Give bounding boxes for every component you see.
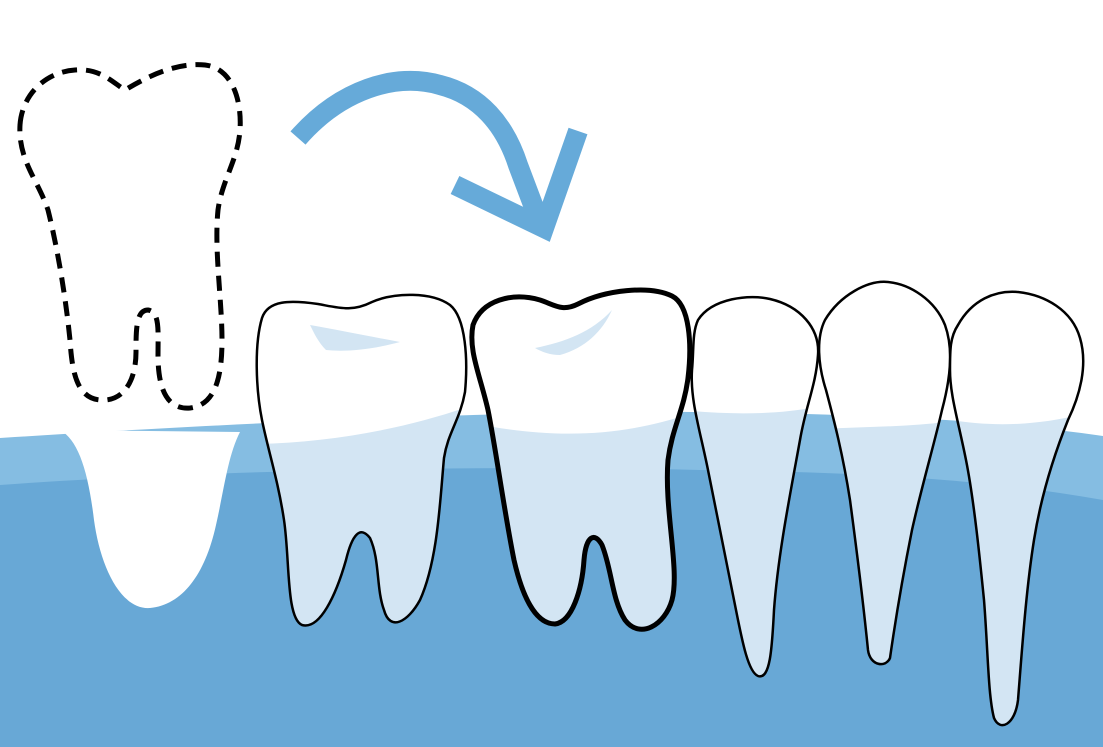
molar-tooth-icon (255, 293, 468, 627)
molar-enamel-highlight (535, 310, 612, 355)
molar-tooth-highlighted-icon (450, 290, 700, 747)
dashed-tooth-outline-icon (17, 62, 243, 411)
empty-socket-icon (60, 430, 240, 609)
arrow-shaft (290, 70, 548, 222)
molar-enamel-highlight (310, 325, 400, 351)
arrow-head (450, 127, 588, 242)
curved-arrow-icon (290, 70, 588, 242)
